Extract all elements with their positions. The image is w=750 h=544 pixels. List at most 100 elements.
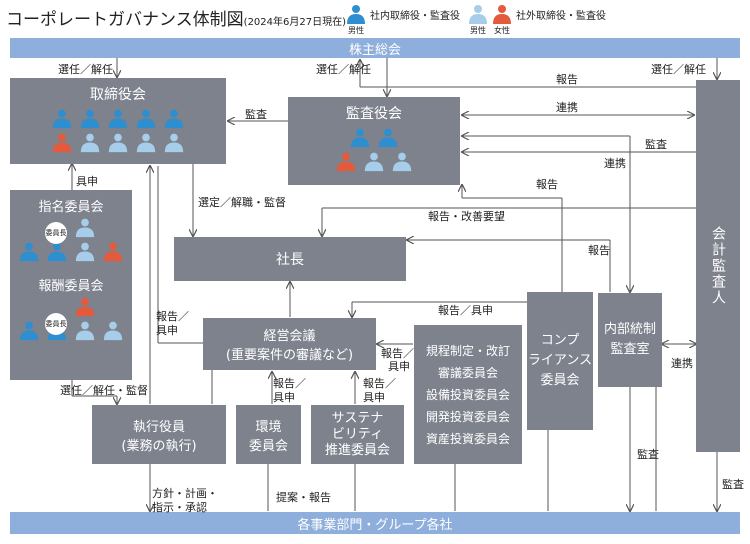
legend-external-label: 社外取締役・監査役 [516,11,606,22]
label-coop-top: 連携 [556,101,578,114]
environment-committee: 環境 委員会 [236,405,301,464]
nomination-members [18,217,124,265]
label-report-proposal-left-2: 具申 [156,324,178,337]
board-members [51,108,185,156]
legend-internal-label: 社内取締役・監査役 [370,11,460,22]
external-male-member-icon [102,320,124,344]
external-male-member-icon [74,217,96,241]
label-report-proposal-mid: 報告／具申 [438,304,493,317]
nomination-chair-text: 委員長 [45,229,67,237]
label-report-proposal-left-1: 報告／ [156,310,189,323]
internal-audit-line2: 監査室 [610,342,650,357]
label-report-top: 報告 [556,73,578,86]
rules-investment-committees: 規程制定・改訂 審議委員会 設備投資委員会 開発投資委員会 資産投資委員会 [414,325,522,464]
internal-member-icon [46,241,68,265]
compliance-line2: ライアンス [527,353,593,368]
president: 社長 [174,237,406,281]
member-row [51,132,185,156]
legend: 社内取締役・監査役 男性 社外取締役・監査役 男性 女性 [344,2,644,35]
label-report-compliance: 報告 [536,178,558,191]
nomination-label: 指名委員会 [38,200,104,215]
member-row [335,127,413,151]
member-row [18,296,124,320]
member-row [335,151,413,175]
management-meeting-subtitle: (重要案件の審議など) [225,348,354,363]
internal-member-icon [18,320,40,344]
president-label: 社長 [276,252,304,268]
capex-committee: 設備投資委員会 [425,387,510,402]
label-coop-mid: 連携 [604,157,626,170]
compliance-line1: コンプ [540,333,580,348]
nomination-remuneration-panel: 指名委員会 報酬委員会 [10,190,132,380]
internal-member-icon [163,108,185,132]
label-policy-1: 方針・計画・ [152,487,218,500]
board-label: 取締役会 [90,87,146,103]
member-row [18,241,124,265]
label-audit-board: 監査 [245,108,267,121]
sustainability-committee: サステナ ビリティ 推進委員会 [311,405,404,464]
page-title: コーポレートガバナンス体制図(2024年6月27日現在) [6,5,346,30]
internal-audit-office: 内部統制 監査室 [598,293,662,387]
label-elect-dismiss-auditor: 選任／解任 [651,63,706,76]
external-female-member-icon [51,132,73,156]
label-elect-dismiss-audit: 選任／解任 [316,63,371,76]
title-text: コーポレートガバナンス体制図 [6,10,244,30]
legend-person-icon-external-male [466,4,490,30]
accounting-auditor-label: 会計監査人 [710,226,726,306]
dev-investment-committee: 開発投資委員会 [425,409,510,424]
shareholders-meeting: 株主総会 [10,38,740,58]
external-male-member-icon [74,320,96,344]
label-report-proposal-env-1: 報告／ [273,377,306,390]
external-male-member-icon [135,132,157,156]
executive-officers-title: 執行役員 [132,419,185,435]
audit-board-label: 監査役会 [346,106,402,122]
board-of-directors: 取締役会 [10,78,226,164]
external-female-member-icon [74,296,96,320]
business-divisions: 各事業部門・グループ各社 [10,512,740,534]
management-meeting: 経営会議 (重要案件の審議など) [203,318,376,370]
executive-officers: 執行役員 (業務の執行) [92,405,226,464]
external-male-member-icon [163,132,185,156]
environment-committee-line2: 委員会 [248,438,288,454]
label-report-improve: 報告・改善要望 [428,210,505,223]
remuneration-chair-text: 委員長 [45,320,67,328]
external-female-member-icon [335,151,357,175]
external-male-member-icon [363,151,385,175]
label-report-proposal-sus-2: 具申 [363,391,385,404]
external-male-member-icon [391,151,413,175]
legend-male2-label: 男性 [470,26,486,35]
label-coop-right: 連携 [671,357,693,370]
internal-member-icon [135,108,157,132]
title-date: (2024年6月27日現在) [243,17,347,28]
compliance-line3: 委員会 [540,373,580,388]
sustainability-line1: サステナ [331,410,384,426]
nomination-chair-badge: 委員長 [45,222,67,244]
internal-member-icon [107,108,129,132]
external-male-member-icon [74,241,96,265]
internal-member-icon [18,241,40,265]
compliance-committee: コンプ ライアンス 委員会 [527,292,593,430]
label-report-proposal-rules-2: 具申 [388,360,410,373]
remuneration-label: 報酬委員会 [38,279,104,294]
accounting-auditor: 会計監査人 [696,80,740,452]
member-row [51,108,185,132]
remuneration-members [18,296,124,344]
shareholders-label: 株主総会 [348,42,401,58]
audit-board-members [335,127,413,175]
rules-committee-line1: 規程制定・改訂 [425,343,510,358]
audit-board: 監査役会 [288,97,460,185]
sustainability-line3: 推進委員会 [324,442,390,458]
external-male-member-icon [107,132,129,156]
member-row [18,217,124,241]
label-select-dismiss-supervise: 選定／解職・監督 [198,196,286,209]
internal-member-icon [51,108,73,132]
legend-person-icon-internal [344,4,368,30]
external-male-member-icon [79,132,101,156]
label-proposal-nomination: 具申 [76,175,98,188]
label-report-proposal-rules-1: 報告／ [381,347,414,360]
label-report-internal: 報告 [588,244,610,257]
internal-member-icon [79,108,101,132]
label-report-proposal-env-2: 具申 [273,391,295,404]
member-row [18,320,124,344]
